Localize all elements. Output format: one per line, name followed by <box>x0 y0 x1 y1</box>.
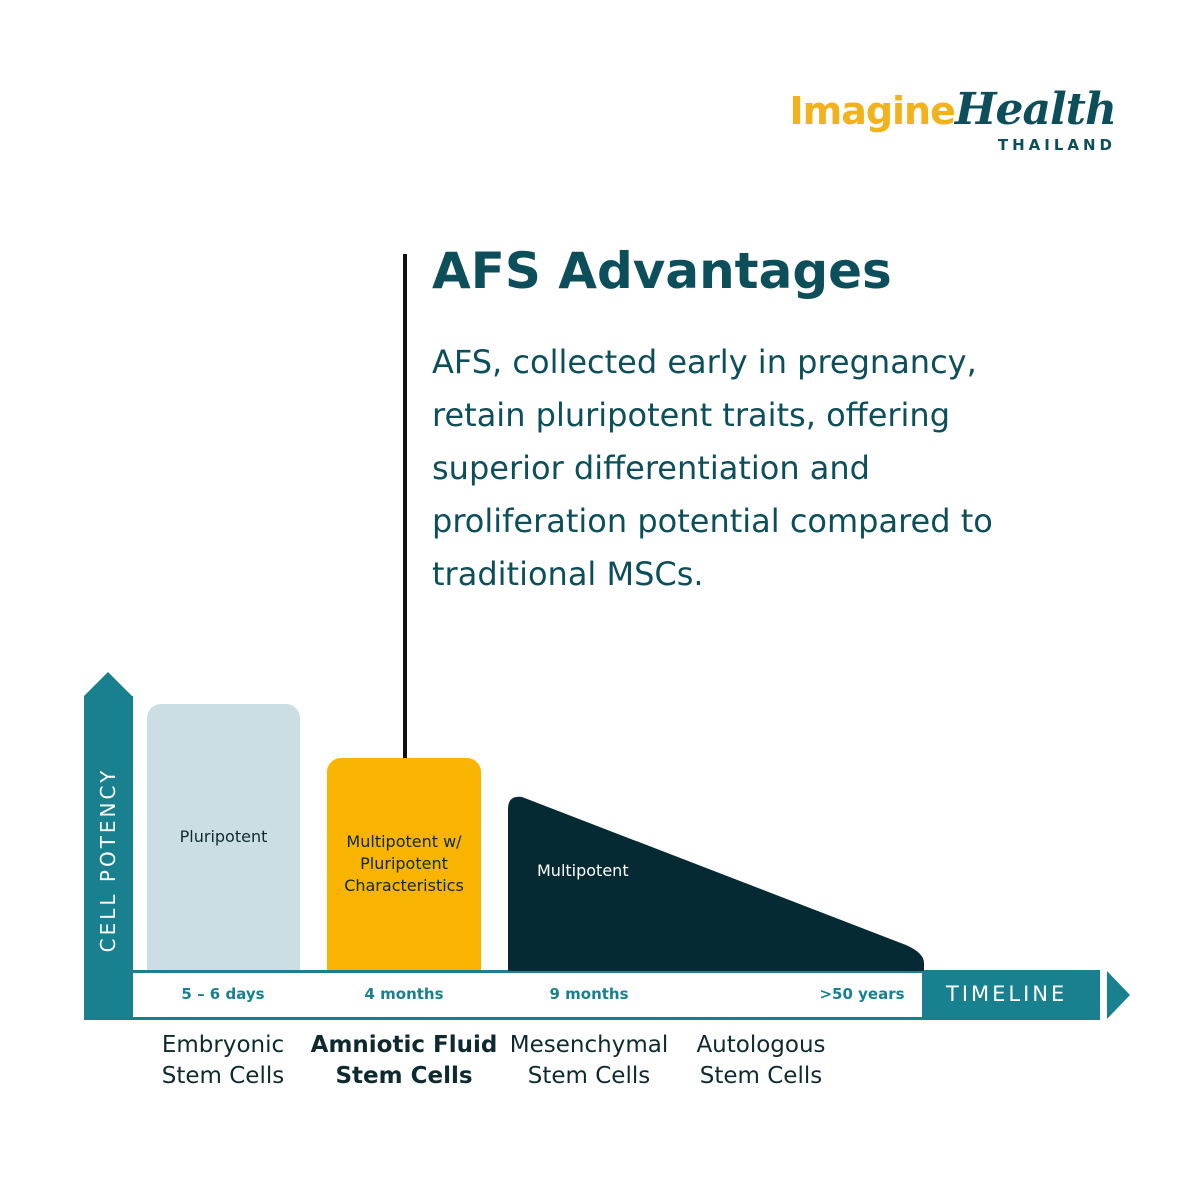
category-embryonic: Embryonic Stem Cells <box>161 1032 285 1089</box>
tick-label-afs: 4 months <box>364 985 444 1003</box>
logo-subtitle: THAILAND <box>997 136 1116 154</box>
x-axis-label: TIMELINE <box>946 982 1068 1006</box>
tick-label-msc: 9 months <box>549 985 629 1003</box>
timeline-strip <box>133 973 922 1017</box>
y-axis-bar <box>84 696 133 1020</box>
logo-imagine: Imagine <box>789 89 955 133</box>
msc-shape <box>508 796 924 971</box>
description: AFS, collected early in pregnancy, retai… <box>432 343 993 593</box>
bar-afs: Multipotent w/ Pluripotent Characteristi… <box>327 758 481 970</box>
y-axis-label: CELL POTENCY <box>96 767 120 953</box>
category-afs: Amniotic Fluid Stem Cells <box>310 1032 498 1089</box>
category-msc: Mesenchymal Stem Cells <box>509 1032 669 1089</box>
logo: ImagineHealth THAILAND <box>789 88 1117 155</box>
heading: AFS Advantages <box>432 242 892 300</box>
logo-health: Health <box>954 84 1117 135</box>
bar-label-pluripotent: Pluripotent <box>179 827 268 846</box>
bar-label-multipotent: Multipotent <box>537 861 629 880</box>
tick-label-autologous: >50 years <box>819 985 905 1003</box>
category-autologous: Autologous Stem Cells <box>696 1032 826 1089</box>
x-axis-arrow-icon <box>1107 971 1130 1019</box>
y-axis-arrow-icon <box>84 672 132 696</box>
bar-label-afs: Multipotent w/ Pluripotent Characteristi… <box>344 832 464 895</box>
bar-msc <box>508 796 924 971</box>
bar-embryonic: Pluripotent <box>147 704 300 970</box>
tick-label-embryonic: 5 – 6 days <box>181 985 265 1003</box>
callout-line <box>403 254 407 784</box>
